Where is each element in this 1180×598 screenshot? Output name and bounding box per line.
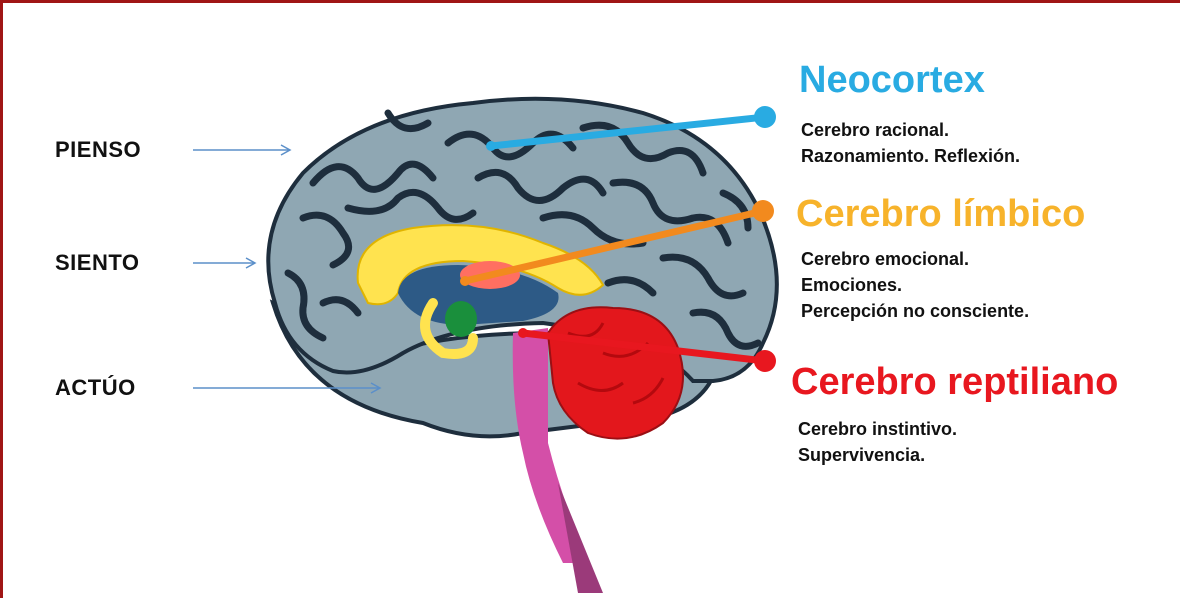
limbic-description: Cerebro emocional. Emociones. Percepción…	[801, 246, 1029, 324]
neocortex-dot-end	[754, 106, 776, 128]
limbic-line: Cerebro emocional.	[801, 246, 1029, 272]
neocortex-line: Cerebro racional.	[801, 117, 1020, 143]
limbic-dot-end	[752, 200, 774, 222]
feel-label: SIENTO	[55, 250, 140, 276]
reptilian-title: Cerebro reptiliano	[791, 361, 1118, 404]
neocortex-dot-start	[486, 141, 496, 151]
limbic-line: Emociones.	[801, 272, 1029, 298]
reptilian-dot-end	[754, 350, 776, 372]
reptilian-line: Supervivencia.	[798, 442, 957, 468]
reptilian-description: Cerebro instintivo. Supervivencia.	[798, 416, 957, 468]
limbic-title: Cerebro límbico	[796, 193, 1085, 236]
reptilian-line: Cerebro instintivo.	[798, 416, 957, 442]
think-label: PIENSO	[55, 137, 141, 163]
neocortex-line: Razonamiento. Reflexión.	[801, 143, 1020, 169]
amygdala	[445, 301, 477, 337]
reptilian-dot-start	[518, 328, 528, 338]
act-label: ACTÚO	[55, 375, 136, 401]
limbic-line: Percepción no consciente.	[801, 298, 1029, 324]
limbic-dot-start	[460, 276, 470, 286]
neocortex-title: Neocortex	[799, 59, 985, 102]
neocortex-description: Cerebro racional. Razonamiento. Reflexió…	[801, 117, 1020, 169]
